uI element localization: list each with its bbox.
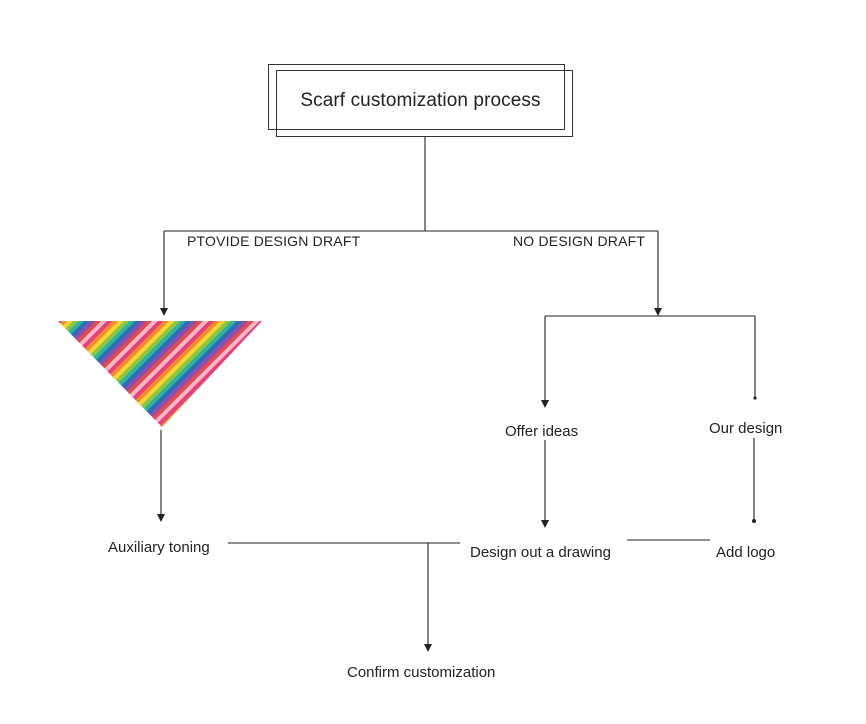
diagram-title: Scarf customization process <box>300 89 541 111</box>
step-add-logo: Add logo <box>716 544 776 561</box>
step-auxiliary-toning: Auxiliary toning <box>108 539 210 556</box>
step-offer-ideas: Offer ideas <box>505 423 579 440</box>
title-box-shadow-frame <box>276 70 573 137</box>
branch-label-no-draft: NO DESIGN DRAFT <box>513 233 646 249</box>
step-design-drawing: Design out a drawing <box>470 544 611 561</box>
branch-label-provide-draft: PTOVIDE DESIGN DRAFT <box>187 233 361 249</box>
step-confirm-customization: Confirm customization <box>347 664 496 681</box>
rainbow-scarf-icon <box>58 321 262 427</box>
title-box-frame <box>268 64 565 130</box>
step-our-design: Our design <box>709 420 783 437</box>
